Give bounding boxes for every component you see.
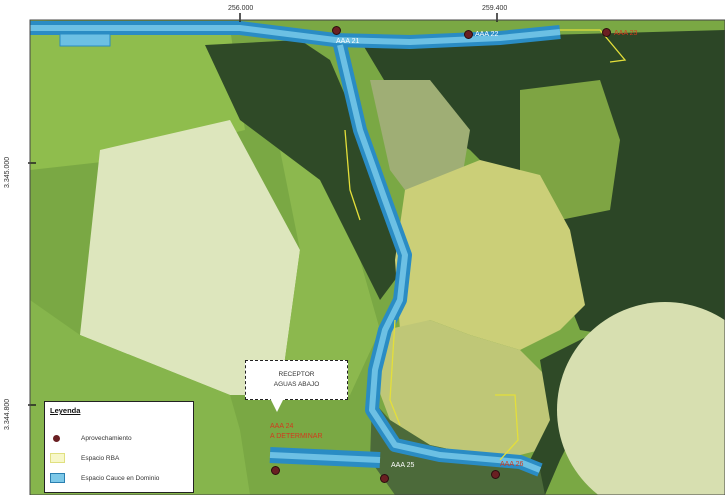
site-annotation-24: AAA 24 (270, 423, 294, 430)
site-label-26: AAA 26 (500, 461, 524, 468)
site-marker-23[interactable] (602, 28, 611, 37)
receptor-callout: RECEPTOR AGUAS ABAJO (245, 360, 348, 400)
field-yellow (395, 160, 585, 350)
site-marker-22[interactable] (464, 30, 473, 39)
map-legend: Leyenda Aprovechamiento Espacio RBA Espa… (44, 401, 194, 493)
field-green-center (280, 150, 380, 395)
site-marker-25[interactable] (380, 474, 389, 483)
top-coord-2: 259.400 (482, 5, 508, 12)
legend-item-cauce: Espacio Cauce en Dominio (50, 472, 159, 484)
callout-line-2: AGUAS ABAJO (273, 381, 320, 388)
legend-title: Leyenda (50, 406, 81, 415)
legend-label: Aprovechamiento (81, 434, 132, 442)
left-coord-1: 3.345.000 (4, 156, 11, 188)
river-channel (30, 21, 561, 477)
site-label-25: AAA 25 (391, 462, 415, 469)
site-label-21: AAA 21 (336, 38, 360, 45)
forest-band (205, 40, 410, 300)
site-label-22: AAA 22 (475, 31, 499, 38)
site-marker-24[interactable] (271, 466, 280, 475)
callout-line-1: RECEPTOR (278, 371, 315, 378)
circular-field (557, 302, 725, 495)
site-marker-21[interactable] (332, 26, 341, 35)
field-yellow-bottom (375, 320, 560, 460)
dot-marker-icon (50, 434, 72, 442)
blue-area-icon (50, 473, 72, 483)
callout-pointer (270, 398, 284, 412)
legend-item-aprovechamiento: Aprovechamiento (50, 432, 132, 444)
field-light (80, 120, 300, 395)
legend-label: Espacio Cauce en Dominio (81, 474, 160, 482)
legend-label: Espacio RBA (81, 454, 120, 462)
yellow-area-icon (50, 453, 72, 463)
rba-boundary (344, 29, 627, 461)
site-marker-26[interactable] (491, 470, 500, 479)
site-annotation-24-note: A DETERMINAR (270, 433, 323, 440)
left-coord-2: 3.344.800 (4, 398, 11, 430)
legend-item-rba: Espacio RBA (50, 452, 119, 464)
forest-bottom-strip (370, 400, 545, 495)
top-coord-1: 256.000 (228, 5, 254, 12)
site-label-23: AAA 23 (614, 30, 638, 37)
